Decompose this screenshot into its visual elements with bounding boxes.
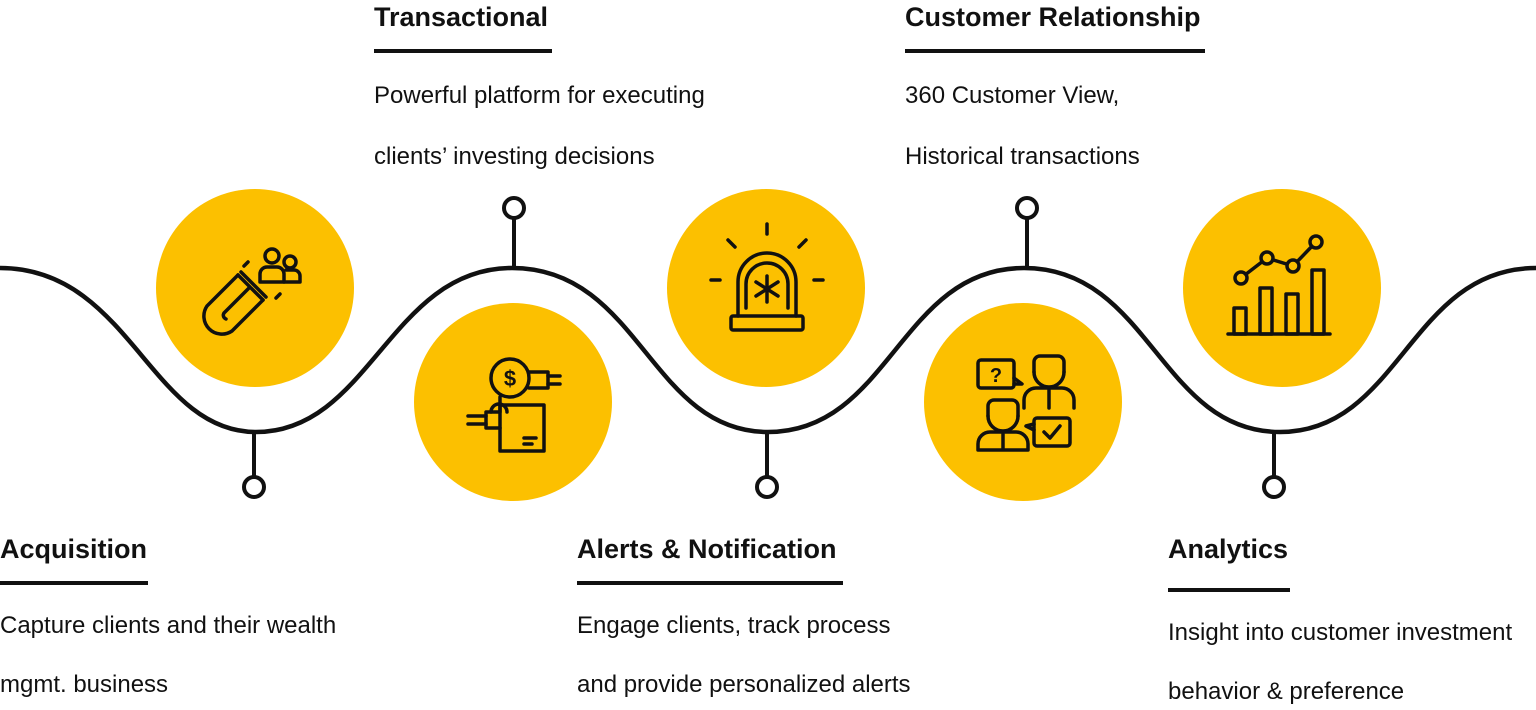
title-underline (0, 581, 148, 585)
title-underline (905, 49, 1205, 53)
circle-analytics (1183, 189, 1381, 387)
circle-transactional (414, 303, 612, 501)
stage-title: Alerts & Notification (577, 534, 837, 564)
stage-alerts-notification: Alerts & Notification Engage clients, tr… (577, 532, 911, 703)
stage-description-line: clients’ investing decisions (374, 143, 655, 170)
stage-description-line: and provide personalized alerts (577, 671, 911, 698)
stage-analytics: Analytics Insight into customer investme… (1168, 532, 1512, 710)
stage-description-line: Historical transactions (905, 143, 1140, 170)
stage-title: Customer Relationship (905, 2, 1201, 32)
svg-text:?: ? (990, 365, 1002, 387)
connector-analytics (1262, 432, 1286, 499)
customer-conversation-icon: ? (976, 354, 1076, 452)
stage-description-line: Capture clients and their wealth (0, 612, 337, 639)
magnet-people-icon (202, 247, 302, 336)
stage-acquisition: Acquisition Capture clients and their we… (0, 532, 336, 703)
stage-description-line: 360 Customer View, (905, 82, 1120, 109)
svg-text:$: $ (504, 366, 516, 391)
stage-title: Acquisition (0, 534, 147, 564)
connector-alerts (755, 432, 779, 499)
stage-description-line: behavior & preference (1168, 678, 1405, 705)
stage-title: Transactional (374, 2, 549, 32)
stage-description-line: Insight into customer investment (1168, 619, 1513, 646)
connector-transactional (502, 196, 526, 268)
stage-customer-relationship: Customer Relationship 360 Customer View,… (905, 0, 1205, 175)
stage-description-line: Powerful platform for executing (374, 82, 705, 109)
handshake-coin-icon: $ (466, 357, 562, 453)
siren-alarm-icon (709, 222, 825, 332)
stage-title: Analytics (1168, 534, 1289, 564)
stage-transactional: Transactional Powerful platform for exec… (374, 0, 705, 175)
bar-chart-trend-icon (1226, 234, 1332, 336)
connector-acquisition (242, 432, 266, 499)
title-underline (374, 49, 552, 53)
stage-description-line: mgmt. business (0, 671, 169, 698)
title-underline (577, 581, 843, 585)
stage-description-line: Engage clients, track process (577, 612, 891, 639)
connector-customer (1015, 196, 1039, 268)
title-underline (1168, 588, 1290, 592)
